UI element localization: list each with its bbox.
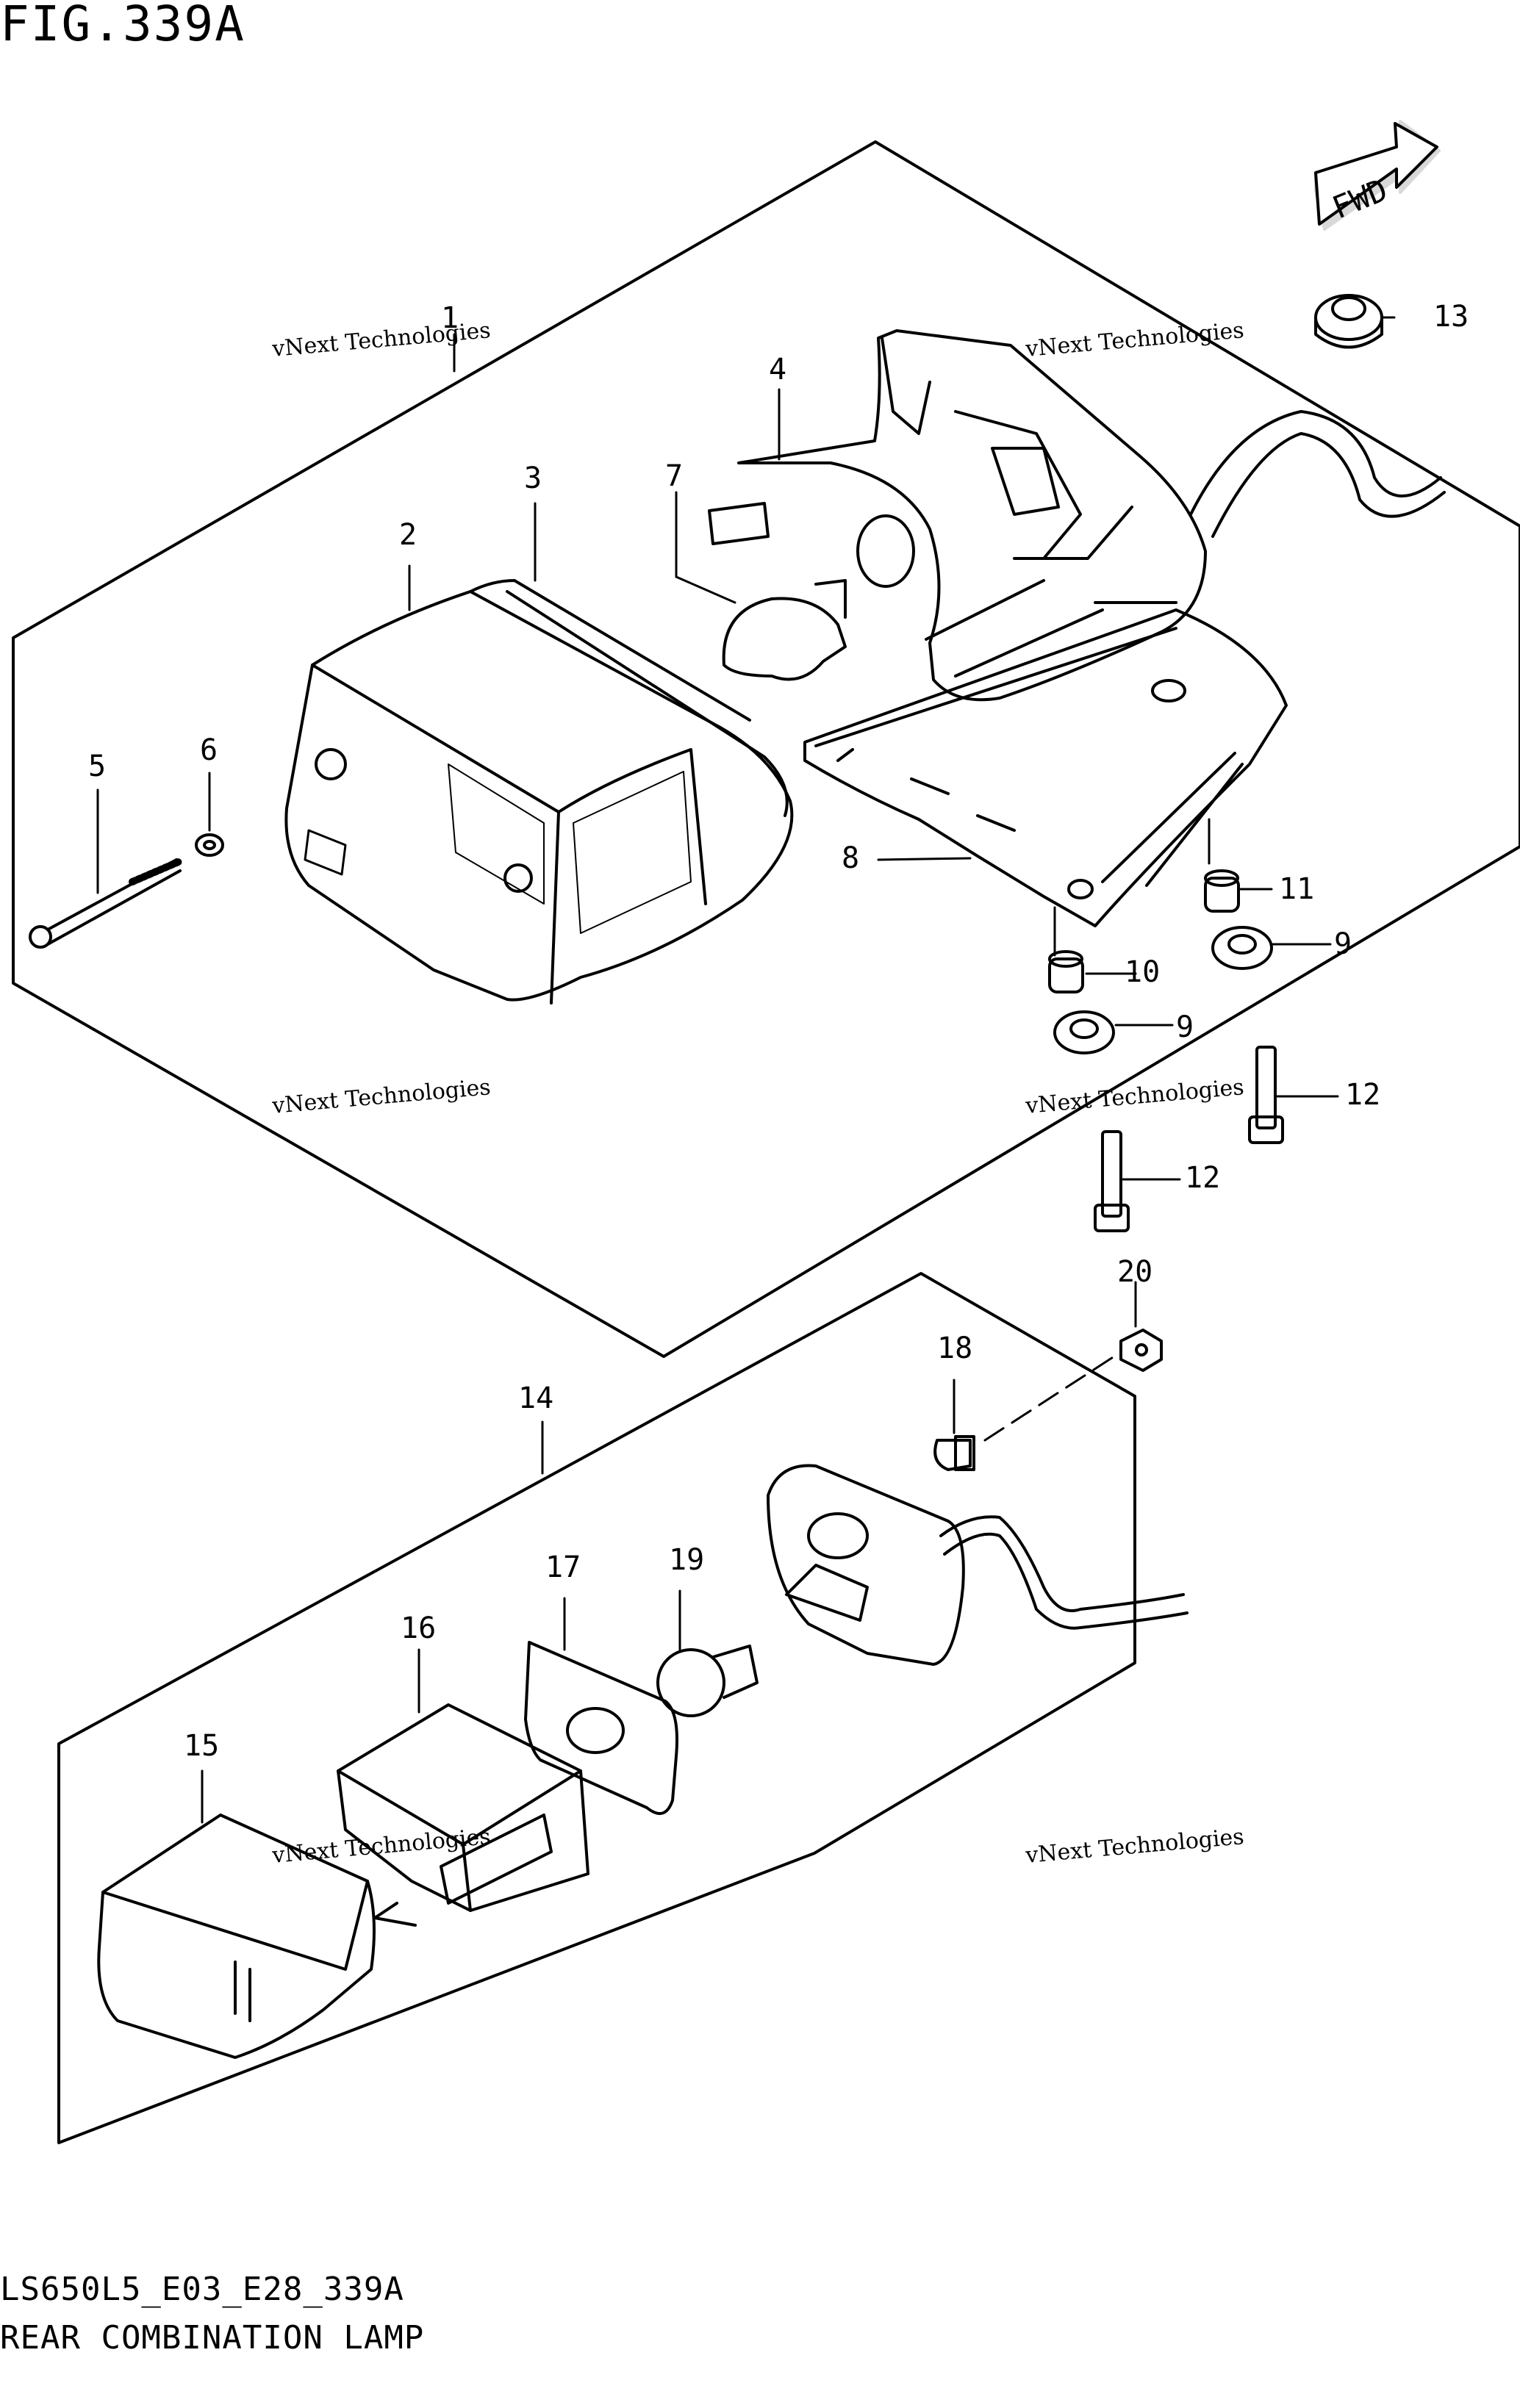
nut-part-20 <box>1119 1329 1163 1372</box>
bulb-part-19 <box>656 1645 759 1717</box>
callout-3: 3 <box>524 461 542 495</box>
grommet-part-13 <box>1314 294 1383 349</box>
upper-assembly-outline <box>12 140 1520 1358</box>
collar-part-10 <box>1048 950 1084 993</box>
grommet-part-9a <box>1211 926 1273 970</box>
bolt-part-12b <box>1094 1130 1130 1232</box>
lens-part-15 <box>97 1814 376 2059</box>
figure-caption: REAR COMBINATION LAMP <box>0 2319 425 2357</box>
washer-part-6 <box>195 833 224 857</box>
tail-lamp-lens-part-2 <box>284 579 794 1004</box>
gasket-part-17 <box>524 1641 678 1815</box>
callout-17: 17 <box>545 1550 581 1584</box>
callout-19: 19 <box>669 1543 705 1577</box>
figure-title: FIG.339A <box>0 0 245 52</box>
model-code: LS650L5_E03_E28_339A <box>0 2271 404 2308</box>
bolt-part-12a <box>1248 1046 1284 1144</box>
dash-line <box>983 1351 1122 1442</box>
lamp-housing-part-4 <box>737 329 1446 702</box>
callout-10: 10 <box>1125 955 1161 989</box>
callout-15: 15 <box>184 1729 220 1763</box>
screw-part-18 <box>933 1435 975 1471</box>
license-lamp-housing <box>767 1464 1189 1666</box>
fwd-arrow-icon <box>1314 120 1441 231</box>
callout-20: 20 <box>1117 1255 1153 1289</box>
callout-4: 4 <box>769 353 787 387</box>
callout-1: 1 <box>441 301 459 335</box>
callout-14: 14 <box>518 1381 554 1415</box>
callout-12b: 12 <box>1185 1161 1221 1195</box>
bracket-part-8 <box>803 608 1288 927</box>
callout-11: 11 <box>1279 872 1315 906</box>
bulb-part-7 <box>708 502 847 681</box>
grommet-part-9b <box>1053 1010 1115 1054</box>
callout-12a: 12 <box>1345 1078 1381 1112</box>
callout-9b: 9 <box>1176 1010 1194 1044</box>
callout-6: 6 <box>200 733 218 767</box>
lower-assembly-outline <box>57 1272 1136 2144</box>
callout-2: 2 <box>399 518 417 552</box>
callout-5: 5 <box>88 750 107 783</box>
leader-lines <box>96 316 1396 1824</box>
callout-7: 7 <box>665 459 684 493</box>
bolt-part-5 <box>29 858 184 949</box>
callout-13: 13 <box>1433 300 1469 334</box>
callout-18: 18 <box>937 1331 973 1365</box>
collar-part-11 <box>1204 869 1240 913</box>
callout-9a: 9 <box>1334 927 1352 961</box>
lens-holder-part-16 <box>337 1703 589 1927</box>
callout-8: 8 <box>842 841 860 875</box>
callout-16: 16 <box>401 1611 437 1645</box>
